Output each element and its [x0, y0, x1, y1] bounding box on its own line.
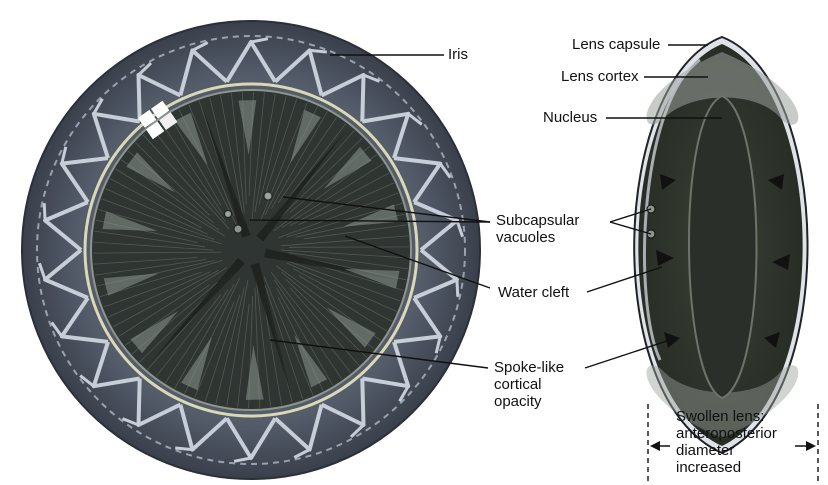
- lens-sagittal-view: [634, 37, 807, 453]
- iris-strand: [457, 280, 458, 297]
- subcapsular-vacuoles-label: Subcapsular vacuoles: [496, 212, 579, 246]
- spoke-like-opacity-label: Spoke-like cortical opacity: [494, 359, 564, 410]
- eye-frontal-view: [22, 21, 480, 479]
- iris-strand: [175, 448, 192, 450]
- arrowhead-left: [650, 441, 660, 451]
- lens-capsule-label: Lens capsule: [572, 36, 660, 53]
- iris-label: Iris: [448, 46, 468, 63]
- lens-cortex-label: Lens cortex: [561, 68, 639, 85]
- iris-strand: [44, 203, 45, 220]
- nucleus-label: Nucleus: [543, 109, 597, 126]
- nucleus: [689, 96, 757, 398]
- arrowhead-right: [806, 441, 816, 451]
- water-cleft-label: Water cleft: [498, 284, 569, 301]
- swollen-lens-label: Swollen lens: anteroposterior diameter i…: [676, 408, 777, 476]
- iris-strand: [310, 50, 327, 52]
